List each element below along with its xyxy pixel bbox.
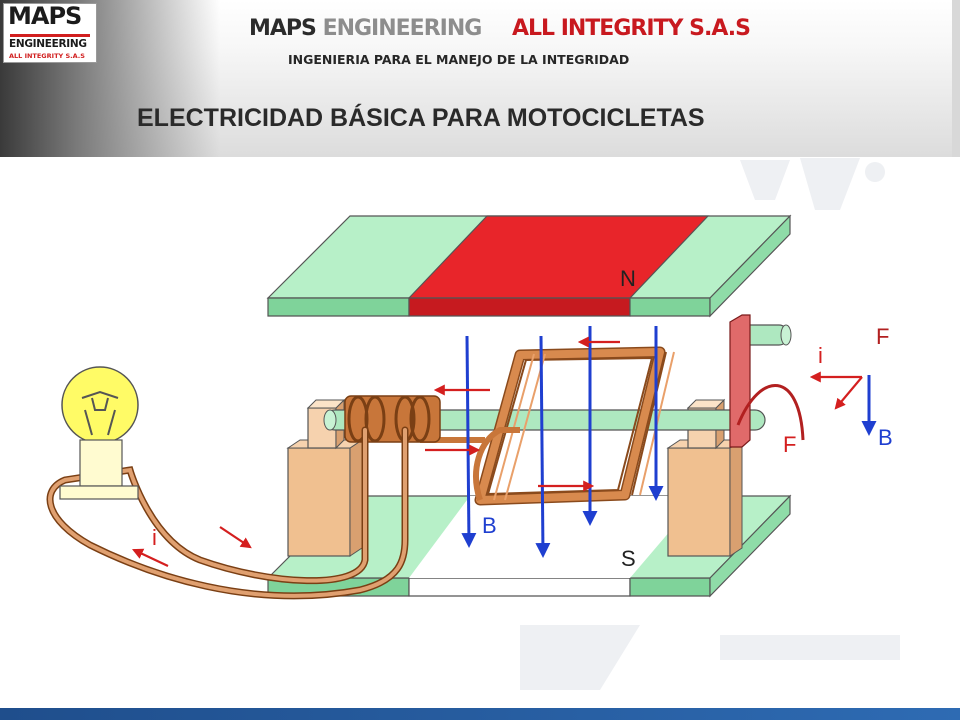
- south-label: S: [621, 546, 636, 571]
- force-label-coil: F: [783, 432, 796, 457]
- lamp-wires: [46, 426, 409, 600]
- brand-heading: MAPS ENGINEERING ALL INTEGRITY S.A.S: [249, 16, 751, 41]
- logo-main-text: MAPS: [8, 2, 82, 30]
- footer-bar: [0, 708, 960, 720]
- current-label-right: i: [818, 343, 823, 368]
- header-edge: [952, 0, 960, 157]
- header-banner: MAPS ENGINEERING ALL INTEGRITY S.A.S MAP…: [0, 0, 960, 157]
- brand-integrity: ALL INTEGRITY S.A.S: [511, 16, 751, 41]
- current-label-left: i: [152, 525, 157, 550]
- brand-engineering: ENGINEERING: [322, 16, 483, 41]
- field-label-right: B: [878, 425, 893, 450]
- north-pole-plate: [266, 214, 792, 318]
- company-logo: MAPS ENGINEERING ALL INTEGRITY S.A.S: [3, 2, 97, 63]
- page-title: ELECTRICIDAD BÁSICA PARA MOTOCICLETAS: [137, 104, 705, 132]
- crank-plate: [729, 314, 805, 448]
- logo-sub-text: ENGINEERING: [9, 38, 87, 50]
- north-label: N: [620, 266, 636, 291]
- brand-maps: MAPS: [249, 16, 317, 41]
- logo-tag-text: ALL INTEGRITY S.A.S: [9, 52, 85, 60]
- slip-rings: [344, 395, 441, 443]
- left-brush-block: [286, 398, 364, 557]
- current-arrows: [132, 336, 863, 567]
- logo-red-bar: [10, 34, 90, 37]
- field-label: B: [482, 513, 497, 538]
- force-label-top: F: [876, 324, 889, 349]
- light-bulb: [59, 366, 139, 500]
- tagline: INGENIERIA PARA EL MANEJO DE LA INTEGRID…: [288, 52, 630, 67]
